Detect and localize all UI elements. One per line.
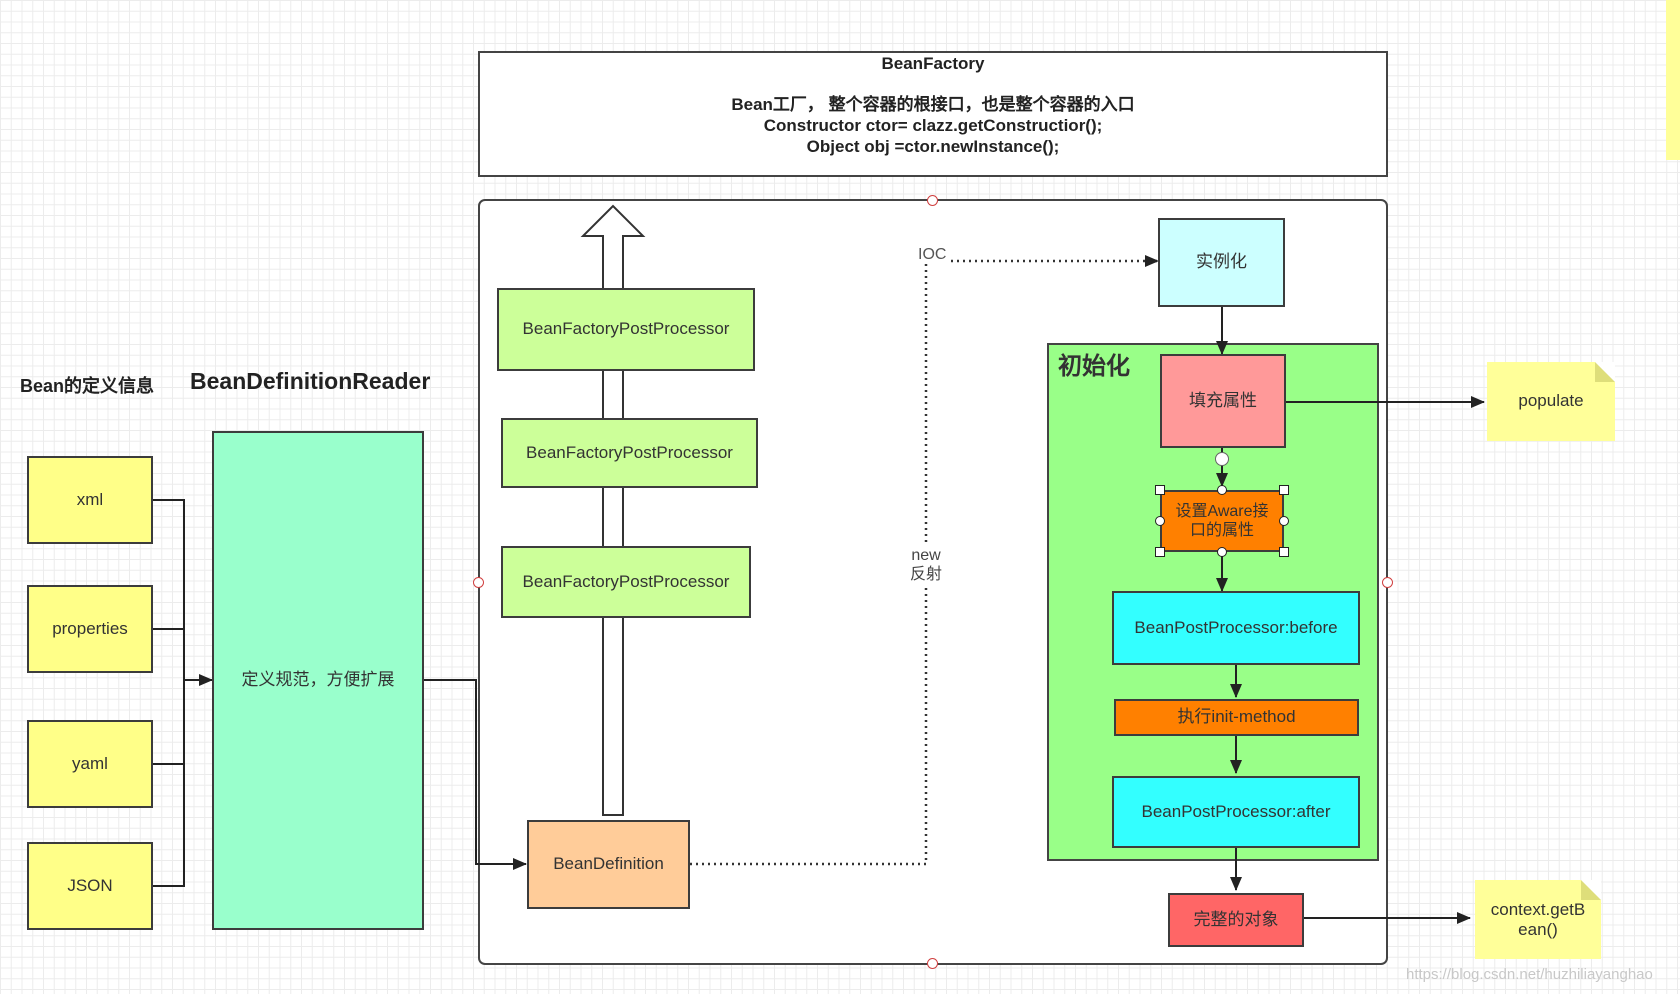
container-point-bottom[interactable] bbox=[927, 958, 938, 969]
reflect-label: new 反射 bbox=[898, 546, 954, 584]
init-flow-arrows bbox=[1216, 307, 1485, 924]
reader-box[interactable]: 定义规范，方便扩展 bbox=[212, 431, 424, 930]
bpp-before-box[interactable]: BeanPostProcessor:before bbox=[1112, 591, 1360, 665]
hollow-up-arrow bbox=[580, 204, 646, 816]
container-point-left[interactable] bbox=[473, 577, 484, 588]
selection-handle-right[interactable] bbox=[1279, 516, 1289, 526]
selection-handle-top[interactable] bbox=[1217, 485, 1227, 495]
aware-line-1: 设置Aware接 bbox=[1175, 503, 1269, 520]
sources-bracket bbox=[152, 499, 213, 887]
instantiate-box[interactable]: 实例化 bbox=[1158, 218, 1285, 307]
container-point-right[interactable] bbox=[1382, 577, 1393, 588]
edge-stripe bbox=[1666, 0, 1680, 160]
init-method-box[interactable]: 执行init-method bbox=[1114, 699, 1359, 736]
reader-to-definition-line bbox=[424, 679, 527, 870]
connection-point[interactable] bbox=[1215, 452, 1229, 466]
bean-factory-title: BeanFactory bbox=[881, 54, 985, 73]
source-properties-box[interactable]: properties bbox=[27, 585, 153, 673]
selection-handle-br[interactable] bbox=[1279, 547, 1289, 557]
source-json-box[interactable]: JSON bbox=[27, 842, 153, 930]
bean-factory-line-3: Object obj =ctor.newInstance(); bbox=[806, 137, 1060, 156]
complete-object-box[interactable]: 完整的对象 bbox=[1168, 893, 1304, 947]
source-xml-box[interactable]: xml bbox=[27, 456, 153, 544]
post-processor-2[interactable]: BeanFactoryPostProcessor bbox=[501, 418, 758, 488]
definition-info-label: Bean的定义信息 bbox=[20, 376, 155, 396]
selection-handle-bottom[interactable] bbox=[1217, 547, 1227, 557]
aware-line-2: 口的属性 bbox=[1189, 522, 1254, 539]
bean-factory-line-1: Bean工厂， 整个容器的根接口，也是整个容器的入口 bbox=[731, 95, 1135, 114]
post-processor-3[interactable]: BeanFactoryPostProcessor bbox=[501, 546, 751, 618]
selection-handle-bl[interactable] bbox=[1155, 547, 1165, 557]
bean-definition-box[interactable]: BeanDefinition bbox=[527, 820, 690, 909]
get-bean-line-2: ean() bbox=[1518, 919, 1558, 939]
get-bean-note[interactable]: context.getB ean() bbox=[1475, 880, 1601, 959]
bpp-after-box[interactable]: BeanPostProcessor:after bbox=[1112, 776, 1360, 848]
ioc-dotted-line bbox=[690, 255, 1159, 866]
source-yaml-box[interactable]: yaml bbox=[27, 720, 153, 808]
populate-note[interactable]: populate bbox=[1487, 362, 1615, 441]
bean-factory-description: Bean工厂， 整个容器的根接口，也是整个容器的入口 Constructor c… bbox=[479, 94, 1387, 157]
reflect-label-reflection: 反射 bbox=[909, 566, 942, 583]
populate-props-box[interactable]: 填充属性 bbox=[1160, 354, 1286, 448]
get-bean-line-1: context.getB bbox=[1490, 899, 1586, 919]
ioc-label: IOC bbox=[917, 246, 948, 264]
post-processor-1[interactable]: BeanFactoryPostProcessor bbox=[497, 288, 755, 371]
watermark: https://blog.csdn.net/huzhiliayanghao bbox=[1406, 966, 1653, 983]
selection-handle-left[interactable] bbox=[1155, 516, 1165, 526]
reader-label: BeanDefinitionReader bbox=[190, 368, 431, 394]
container-point-top[interactable] bbox=[927, 195, 938, 206]
reflect-label-new: new bbox=[911, 547, 941, 564]
selection-handle-tl[interactable] bbox=[1155, 485, 1165, 495]
aware-box[interactable]: 设置Aware接 口的属性 bbox=[1160, 490, 1284, 552]
bean-factory-box[interactable] bbox=[478, 51, 1388, 177]
bean-factory-line-2: Constructor ctor= clazz.getConstructior(… bbox=[763, 116, 1103, 135]
selection-handle-tr[interactable] bbox=[1279, 485, 1289, 495]
init-title: 初始化 bbox=[1058, 353, 1130, 380]
